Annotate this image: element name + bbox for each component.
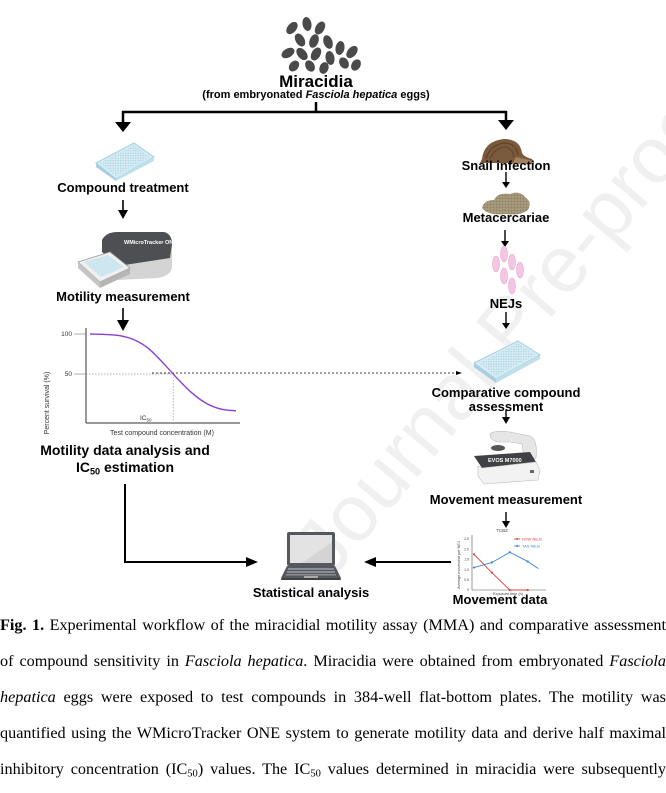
ic50-annotation: IC50 <box>140 415 152 423</box>
subtitle-suffix: eggs) <box>397 89 430 101</box>
movement-series-tas <box>473 551 539 569</box>
well-plate-icon-right <box>473 340 541 383</box>
movement-point <box>490 561 493 564</box>
movement-point <box>508 588 511 592</box>
fig-label: Fig. 1. <box>0 616 45 634</box>
miracidia-title: Miracidia <box>279 72 353 91</box>
movement-y-tick: 1.5 <box>464 558 469 562</box>
right-arrowhead <box>498 120 514 130</box>
movement-point <box>526 588 529 592</box>
nejs-label: NEJs <box>489 296 523 311</box>
movement-y-tick: 2.5 <box>464 537 469 541</box>
subtitle-species: Fasciola hepatica <box>305 89 398 101</box>
caption-line-5: inhibitory concentration (IC50) values. … <box>0 760 666 780</box>
caption-line-4: quantified using the WMicroTracker ONE s… <box>0 724 666 742</box>
y-tick-50: 50 <box>65 371 73 378</box>
motility-measurement-label: Motility measurement <box>56 289 190 304</box>
movement-measurement-label: Movement measurement <box>429 492 583 507</box>
miracidia-subtitle: (from embryonated Fasciola hepatica eggs… <box>166 89 466 101</box>
subtitle-prefix: (from embryonated <box>202 89 306 101</box>
movement-point <box>526 560 529 563</box>
well-plate-icon <box>95 142 155 181</box>
ic-subscript: 50 <box>89 466 101 477</box>
motility-analysis-label-line2: IC50 estimation <box>15 459 235 476</box>
left-to-stats-line <box>124 484 248 563</box>
figure-caption: Fig. 1. Experimental workflow of the mir… <box>0 607 666 793</box>
laptop-icon <box>281 532 341 580</box>
left-arrowhead <box>115 122 131 132</box>
snail-icon <box>480 139 534 164</box>
caption-line-3: hepatica eggs were exposed to test compo… <box>0 688 666 706</box>
movement-point <box>472 566 476 569</box>
device-brand-label: WMicroTracker ONE <box>124 240 177 246</box>
evos-microscope-icon: EVOS M7000 <box>474 431 541 485</box>
movement-y-tick: 1.0 <box>464 568 469 572</box>
y-tick-100: 100 <box>61 331 72 338</box>
movement-point <box>490 571 493 574</box>
comparative-assessment-label-line2: assessment <box>468 399 544 414</box>
ic-prefix: IC <box>75 459 90 475</box>
movement-point <box>508 551 511 554</box>
legend-nsw: NSW NEJs <box>522 537 542 542</box>
motility-analysis-label-line1: Motility data analysis and <box>40 442 210 458</box>
comparative-assessment-label-line1: Comparative compound <box>431 385 581 400</box>
dose-response-curve <box>89 333 237 412</box>
movement-data-label: Movement data <box>452 592 548 607</box>
wmicrotracker-device-icon: WMicroTracker ONE <box>77 232 177 288</box>
movement-series-nsw <box>473 553 528 591</box>
branch-connector <box>115 102 514 567</box>
top-split-lines <box>121 102 508 124</box>
movement-chart-title: TCBZ <box>496 528 508 533</box>
caption-line-2: of compound sensitivity in Fasciola hepa… <box>0 652 666 670</box>
legend-tas: TAS NEJs <box>522 544 540 549</box>
metacercariae-icon <box>482 192 530 215</box>
movement-y-axis-label: Average movement per NEJ <box>457 541 461 589</box>
compound-treatment-label: Compound treatment <box>57 180 189 195</box>
dose-response-chart: Percent survival (%) 100 50 IC50 Test co… <box>44 328 240 437</box>
metacercariae-label: Metacercariae <box>462 210 550 225</box>
movement-x-axis-label: Exposure time (h) <box>493 592 524 596</box>
eggs-icon <box>281 17 361 74</box>
movement-y-tick: 2.0 <box>464 547 469 551</box>
statistical-analysis-label: Statistical analysis <box>252 585 370 600</box>
y-axis-label: Percent survival (%) <box>44 372 51 435</box>
nej-icon <box>492 245 524 295</box>
movement-point <box>472 553 476 556</box>
estimation-text: estimation <box>100 459 175 475</box>
x-axis-label: Test compound concentration (M) <box>110 430 214 437</box>
caption-line-1: Fig. 1. Experimental workflow of the mir… <box>0 616 666 634</box>
snail-infection-label: Snail infection <box>461 158 551 173</box>
movement-legend: NSW NEJs TAS NEJs <box>514 537 542 549</box>
movement-y-tick: 0 <box>467 588 469 592</box>
evos-brand-label: EVOS M7000 <box>488 458 522 464</box>
movement-chart: TCBZ Average movement per NEJ 0 0.5 1.0 1.5… <box>457 528 546 596</box>
movement-y-tick: 0.5 <box>464 578 469 582</box>
